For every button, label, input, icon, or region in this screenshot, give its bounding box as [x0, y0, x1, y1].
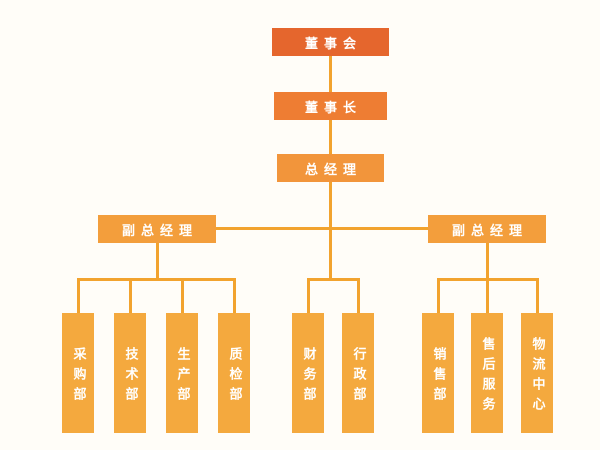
dept-logistics: 物流中心 [521, 313, 553, 433]
dept-quality-label: 质检部 [226, 346, 242, 407]
connector-branch [486, 278, 489, 313]
dept-production: 生产部 [166, 313, 198, 433]
node-general-manager-label: 总经理 [304, 162, 362, 178]
node-chairman: 董事长 [274, 92, 387, 120]
connector-mid-group-bar [307, 278, 360, 281]
connector-deputies-crossbar [216, 227, 428, 230]
node-board-label: 董事会 [304, 36, 362, 52]
node-board: 董事会 [272, 28, 389, 56]
connector-branch [181, 278, 184, 313]
node-deputy-gm-right-label: 副总经理 [451, 223, 528, 239]
dept-administration-label: 行政部 [350, 346, 366, 407]
dept-finance: 财务部 [292, 313, 324, 433]
connector-branch [536, 278, 539, 313]
connector-branch [129, 278, 132, 313]
connector-chairman-gm [329, 120, 332, 154]
connector-gm-center-stem [329, 182, 332, 280]
connector-branch [437, 278, 440, 313]
dept-purchasing-label: 采购部 [70, 346, 86, 407]
node-general-manager: 总经理 [277, 154, 384, 182]
connector-branch [77, 278, 80, 313]
connector-branch [357, 278, 360, 313]
dept-sales-label: 销售部 [430, 346, 446, 407]
node-deputy-gm-left-label: 副总经理 [121, 223, 198, 239]
dept-finance-label: 财务部 [300, 346, 316, 407]
dept-technology: 技术部 [114, 313, 146, 433]
connector-deputy-right-stem [486, 243, 489, 281]
dept-administration: 行政部 [342, 313, 374, 433]
connector-branch [233, 278, 236, 313]
node-deputy-gm-right: 副总经理 [428, 215, 546, 243]
dept-sales: 销售部 [422, 313, 454, 433]
dept-purchasing: 采购部 [62, 313, 94, 433]
dept-aftersales: 售后服务 [471, 313, 503, 433]
connector-deputy-left-stem [156, 243, 159, 281]
dept-production-label: 生产部 [174, 346, 190, 407]
connector-left-group-bar [77, 278, 236, 281]
dept-logistics-label: 物流中心 [529, 336, 545, 417]
connector-branch [307, 278, 310, 313]
dept-quality: 质检部 [218, 313, 250, 433]
connector-board-chairman [329, 56, 332, 92]
dept-aftersales-label: 售后服务 [479, 336, 495, 417]
dept-technology-label: 技术部 [122, 346, 138, 407]
node-deputy-gm-left: 副总经理 [98, 215, 216, 243]
node-chairman-label: 董事长 [304, 100, 362, 116]
